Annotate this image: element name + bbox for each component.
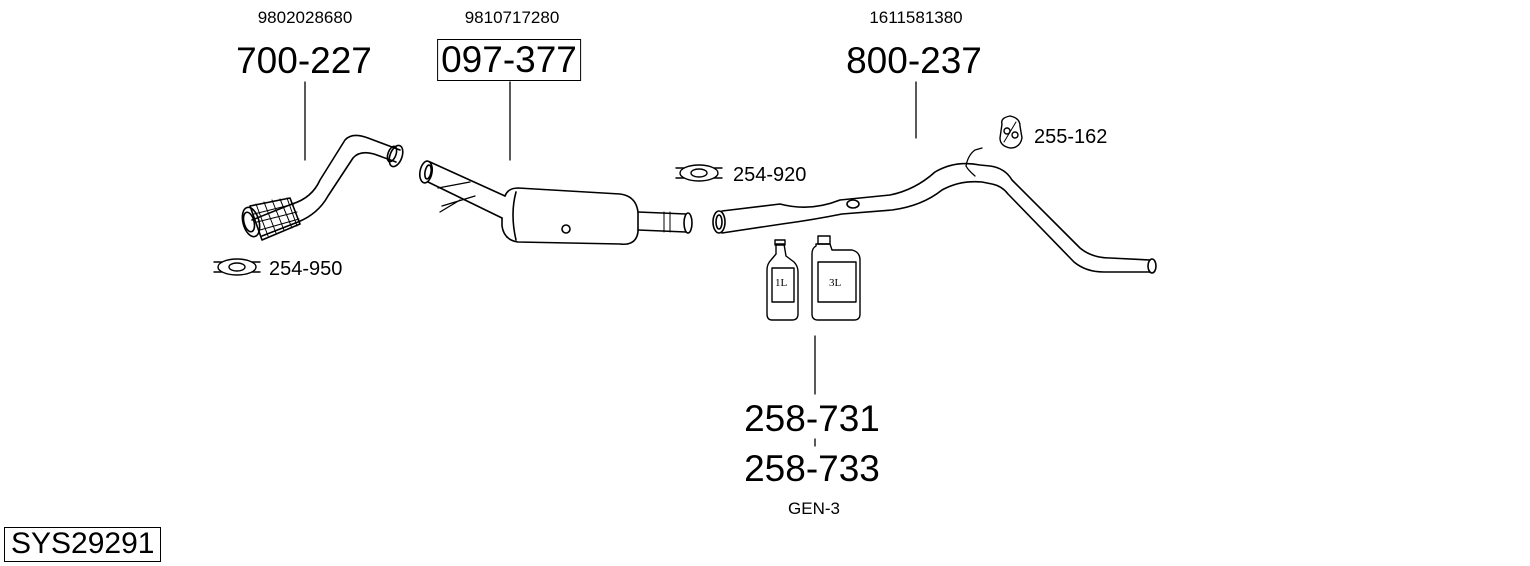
part-number-fluid-3l[interactable]: 258-733 bbox=[744, 448, 880, 489]
part-number-rear-pipe[interactable]: 800-237 bbox=[846, 40, 982, 81]
rubber-mount-icon-255-162 bbox=[999, 115, 1023, 149]
oem-number-rear-pipe: 1611581380 bbox=[869, 8, 963, 27]
accessory-number-clamp-mid[interactable]: 254-920 bbox=[733, 164, 807, 186]
front-pipe-drawing bbox=[241, 134, 404, 241]
bottle-1l-icon bbox=[766, 239, 799, 321]
part-number-fluid-1l[interactable]: 258-731 bbox=[744, 398, 880, 439]
rear-pipe-drawing bbox=[712, 147, 1157, 274]
bottle-1l-label: 1L bbox=[775, 277, 788, 289]
clamp-icon-254-950 bbox=[213, 258, 261, 276]
system-code-badge: SYS29291 bbox=[4, 527, 162, 562]
part-number-dpf[interactable]: 097-377 bbox=[437, 39, 581, 81]
oem-number-dpf: 9810717280 bbox=[464, 8, 560, 27]
accessory-number-rubber-mount[interactable]: 255-162 bbox=[1034, 126, 1108, 148]
part-number-front-pipe[interactable]: 700-227 bbox=[236, 40, 372, 81]
canister-3l-icon bbox=[811, 235, 861, 321]
fluid-spec-label: GEN-3 bbox=[788, 499, 840, 518]
oem-number-front-pipe: 9802028680 bbox=[257, 8, 353, 27]
clamp-icon-254-920 bbox=[675, 164, 723, 182]
accessory-number-clamp-front[interactable]: 254-950 bbox=[269, 258, 343, 280]
canister-3l-label: 3L bbox=[829, 277, 842, 289]
dpf-drawing bbox=[418, 160, 693, 246]
